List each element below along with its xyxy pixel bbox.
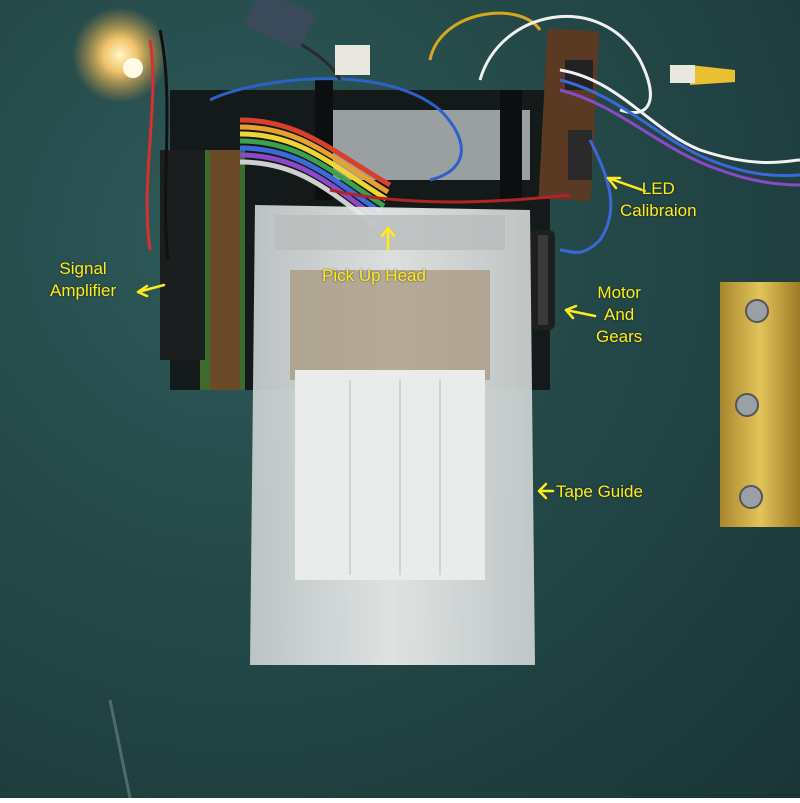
- label-led-calibration: LED Calibraion: [620, 178, 697, 222]
- label-signal-amplifier: Signal Amplifier: [50, 258, 116, 302]
- arrow-motor: [564, 304, 597, 320]
- black-post-right: [500, 90, 522, 200]
- annotation-arrows: [136, 176, 647, 500]
- label-motor-line3: Gears: [596, 327, 643, 346]
- hinge-screw-1: [745, 299, 769, 323]
- gear-teeth: [538, 235, 548, 325]
- white-connector: [335, 45, 370, 75]
- label-led-line2: Calibraion: [620, 201, 697, 220]
- label-led-line1: LED: [641, 179, 675, 198]
- yellow-plug: [690, 65, 735, 85]
- arrow-amplifier: [136, 283, 166, 298]
- label-motor-line2: And: [604, 305, 635, 324]
- tape-roll-brown: [290, 270, 490, 380]
- label-motor-and-gears: Motor And Gears: [596, 282, 642, 348]
- arrow-tape: [537, 482, 555, 500]
- label-pick-up-head: Pick Up Head: [322, 266, 426, 285]
- tape-roll: [295, 370, 485, 580]
- label-amp-line1: Signal: [59, 259, 107, 278]
- white-plug: [670, 65, 695, 83]
- lamp-glow: [72, 7, 168, 103]
- lamp-bulb: [123, 58, 143, 78]
- label-tape-guide: Tape Guide: [556, 482, 643, 501]
- hinge-screw-2: [735, 393, 759, 417]
- label-amp-line2: Amplifier: [50, 281, 117, 300]
- hinge-screw-3: [739, 485, 763, 509]
- ribbon-cable: [239, 117, 392, 230]
- arrow-led: [606, 176, 647, 193]
- led-pcb-chip-2: [568, 130, 592, 180]
- label-motor-line1: Motor: [597, 283, 641, 302]
- brass-hinge: [720, 282, 800, 527]
- amplifier-board-brown: [210, 150, 240, 390]
- arrow-pickup: [380, 226, 396, 252]
- clear-panel-edge: [108, 699, 132, 799]
- top-connector: [244, 0, 316, 51]
